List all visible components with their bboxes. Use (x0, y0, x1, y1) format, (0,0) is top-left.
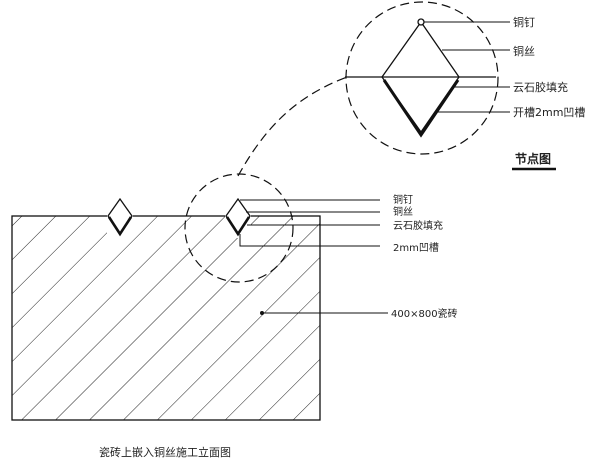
detail-wire-shape (381, 20, 460, 134)
plan-label-nail: 铜钉 (393, 194, 413, 206)
detail-label-wire: 铜丝 (513, 44, 535, 58)
plan-caption: 瓷砖上嵌入铜丝施工立面图 (99, 445, 231, 458)
left-wire-mask (107, 198, 133, 238)
plan-label-wire: 铜丝 (393, 206, 413, 218)
detail-label-groove: 开槽2mm凹槽 (513, 106, 585, 119)
plan-view: 铜钉 铜丝 云石胶填充 2mm凹槽 400×800瓷砖 瓷砖上嵌入铜丝施工立面图 (11, 173, 458, 458)
plan-detail-circle (184, 173, 294, 283)
plan-label-groove: 2mm凹槽 (393, 241, 439, 254)
connector-curve (237, 76, 348, 177)
plan-label-tile: 400×800瓷砖 (391, 307, 458, 320)
detail-label-nail: 铜钉 (513, 15, 535, 29)
detail-nail-icon (417, 18, 425, 26)
right-groove (225, 216, 251, 237)
detail-title: 节点图 (515, 151, 551, 166)
left-groove (107, 216, 133, 237)
detail-groove (382, 79, 460, 138)
detail-label-glue: 云石胶填充 (513, 80, 568, 94)
plan-label-glue: 云石胶填充 (393, 219, 443, 232)
tile-outline (11, 215, 321, 421)
tile-hatch (12, 216, 320, 420)
plan-tile-dot (260, 311, 264, 315)
detail-circle (345, 1, 499, 155)
right-wire-mask (225, 198, 251, 238)
detail-view: 铜钉 铜丝 云石胶填充 开槽2mm凹槽 节点图 (345, 1, 585, 171)
plan-leader-groove (239, 234, 380, 247)
